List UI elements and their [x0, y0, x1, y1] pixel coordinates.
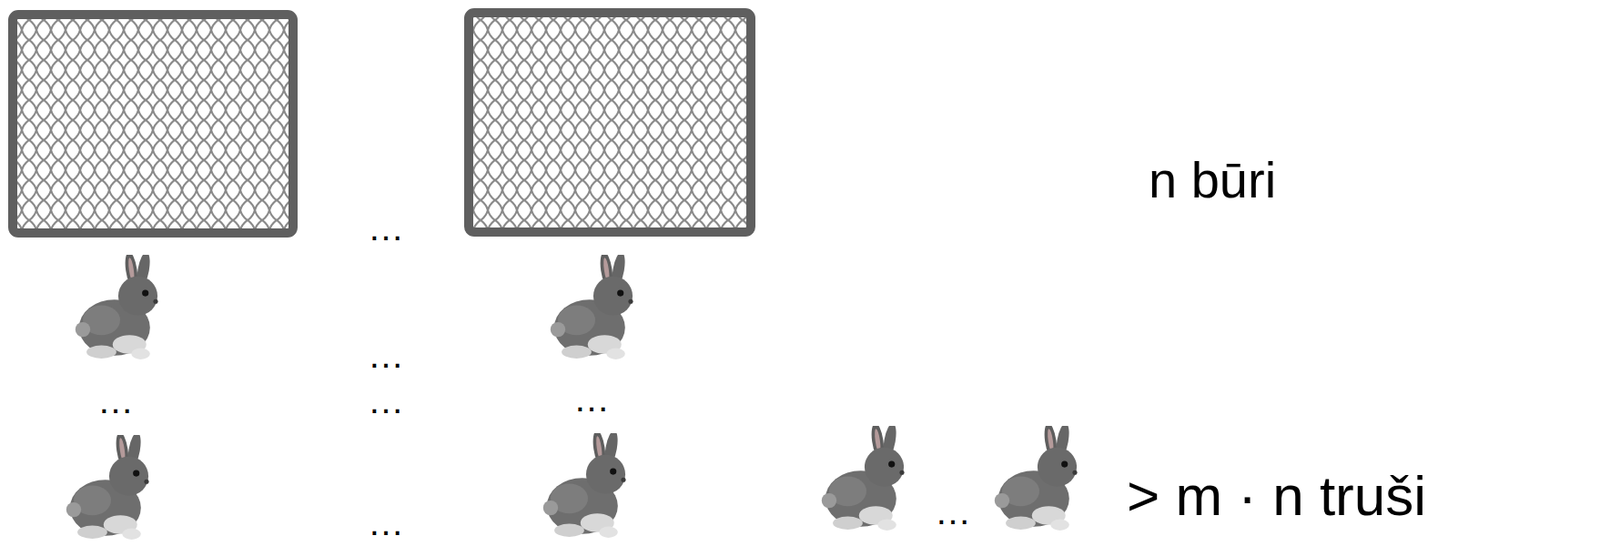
ellipsis: …: [367, 209, 405, 246]
ellipsis: …: [367, 336, 405, 374]
ellipsis: …: [573, 380, 610, 417]
ellipsis: …: [97, 382, 134, 419]
cage: [468, 12, 751, 233]
ellipsis: …: [367, 382, 405, 419]
rabbit: [543, 429, 627, 538]
rabbit: [550, 251, 634, 360]
rabbit: [821, 422, 905, 531]
cage-count: n būri: [1148, 154, 1276, 206]
rabbit: [994, 422, 1078, 531]
cage: [12, 14, 294, 233]
ellipsis: …: [934, 493, 972, 530]
ellipsis: …: [367, 504, 405, 541]
rabbit: [66, 431, 150, 540]
rabbit-count: > m · n truši: [1126, 467, 1427, 525]
rabbit: [75, 251, 159, 360]
